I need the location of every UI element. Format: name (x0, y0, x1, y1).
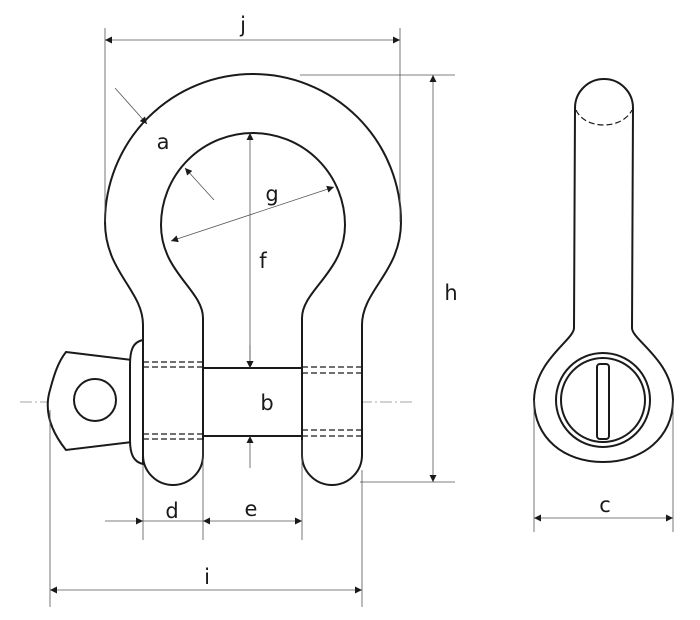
label-d: d (165, 499, 178, 523)
dimension-a: a (114, 87, 215, 201)
label-i: i (204, 565, 210, 589)
pin-slot (596, 363, 610, 440)
pin-hidden-lines (143, 361, 362, 440)
dimension-f: f (246, 133, 267, 368)
side-view (532, 78, 675, 464)
dimension-b: b (246, 345, 274, 468)
pin-collar (129, 338, 144, 466)
label-h: h (444, 281, 457, 305)
dimension-g: g (170, 182, 335, 243)
dimension-j: j (104, 13, 401, 222)
label-j: j (239, 13, 246, 37)
label-b: b (260, 391, 273, 415)
dimension-c: c (533, 400, 674, 532)
label-e: e (245, 497, 258, 521)
label-g: g (265, 182, 278, 206)
label-c: c (599, 493, 611, 517)
dimension-i: i (49, 410, 363, 607)
dimension-d-e: d e (105, 440, 303, 540)
pin-eye-hole (73, 378, 117, 422)
label-a: a (157, 130, 170, 154)
shackle-bow (103, 73, 403, 486)
pin-body (202, 367, 303, 437)
label-f: f (259, 249, 267, 273)
dimension-h: h (300, 74, 458, 483)
